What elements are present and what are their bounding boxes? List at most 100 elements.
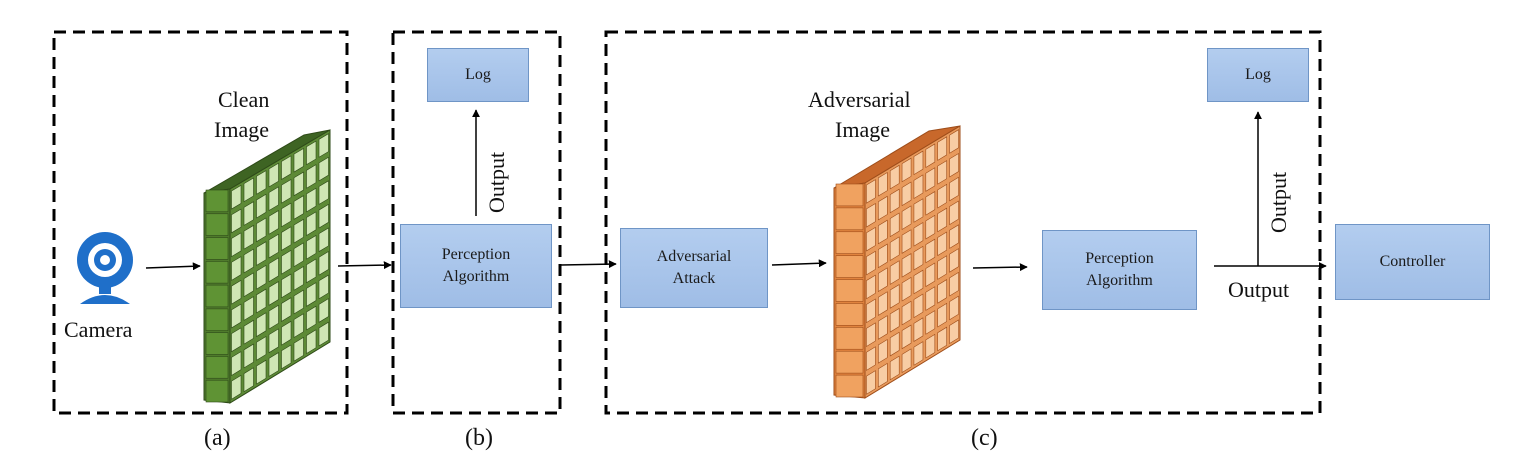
image-grid-side-cell [835,231,864,254]
image-grid-cell [866,250,876,276]
image-grid-cell [889,188,900,214]
image-grid-cell [925,262,936,288]
image-grid-cell [925,167,936,192]
section-c-frame [604,30,1322,415]
image-grid-side-cell [205,213,229,236]
image-grid-cell [306,211,317,236]
image-grid-cell [901,300,912,326]
image-grid-side-cell [835,374,864,398]
image-grid-cell [318,250,329,276]
image-grid-cell [889,284,900,309]
output-label-c-horizontal: Output [1228,277,1290,302]
image-grid-cell [306,164,317,189]
image-grid-cell [318,321,329,347]
image-grid-cell [306,187,317,213]
image-grid-cell [901,324,912,350]
image-grid-cell [949,200,959,226]
image-grid-cell [306,329,317,355]
image-grid-cell [925,191,936,216]
image-grid-cell [925,238,936,264]
image-grid-cell [293,218,304,244]
image-grid-cell [256,312,267,338]
image-grid-cell [889,260,900,285]
image-grid-cell [256,264,267,290]
image-grid-side-cell [205,308,229,331]
webcam-icon [77,232,133,304]
image-grid-cell [243,296,254,321]
image-grid-side-cell [835,279,864,302]
image-grid-cell [913,222,924,247]
image-grid-cell [318,227,329,253]
image-grid-cell [913,293,924,319]
image-grid-cell [925,333,936,359]
arrow-adversarial-image-to-perception-c [972,263,1028,272]
image-grid-cell [281,320,292,346]
image-grid-cell [243,224,254,250]
image-grid-cell [256,241,267,266]
image-grid-side-cell [835,183,864,207]
image-grid-cell [866,226,876,252]
log-box-c-label: Log [1245,66,1271,84]
image-grid-cell [318,203,329,229]
image-grid-cell [901,276,912,302]
image-grid-cell [913,269,924,295]
image-grid-cell [281,344,292,370]
image-grid-cell [949,319,959,345]
image-grid-cell [281,226,292,251]
arrow-attack-to-adversarial-image [771,259,827,268]
image-grid-cell [231,184,242,210]
image-grid-cell [889,164,900,190]
arrow-camera-to-image [145,262,201,271]
image-grid-cell [901,205,912,230]
image-grid-cell [877,219,888,245]
image-grid-cell [877,243,888,269]
image-grid-side-cell [205,237,229,260]
image-grid-cell [231,208,242,234]
image-grid-cell [243,177,254,203]
image-grid-cell [949,152,959,178]
image-grid-cell [293,242,304,268]
section-c-caption: (c) [971,425,998,451]
image-grid-cell [318,156,329,182]
clean-image-grid [203,129,331,404]
image-grid-side-cell [205,261,229,284]
image-grid-cell [889,355,900,381]
image-grid-cell [937,160,948,185]
image-grid-cell [243,319,254,345]
image-grid-cell [877,267,888,293]
image-grid-cell [889,331,900,357]
perception-algorithm-box-c: Perception Algorithm [1042,230,1197,310]
image-grid-cell [877,171,888,197]
image-grid-cell [913,198,924,223]
image-grid-side-cell [835,255,864,278]
image-grid-cell [937,183,948,209]
image-grid-cell [949,129,959,154]
image-grid-cell [268,257,279,283]
image-grid-cell [866,298,876,324]
image-grid-cell [949,271,959,297]
image-grid-cell [877,315,888,340]
log-box-b-label: Log [465,66,491,84]
section-b-frame [391,30,562,415]
image-grid-side-cell [205,356,229,379]
image-grid-cell [231,232,242,258]
image-grid-cell [937,326,948,352]
image-grid-cell [281,249,292,275]
image-grid-cell [231,256,242,281]
image-grid-cell [293,171,304,197]
image-grid-cell [293,336,304,362]
image-grid-cell [937,207,948,233]
image-grid-cell [318,298,329,323]
image-grid-cell [231,303,242,329]
perception-algorithm-b-label: Perception Algorithm [441,246,511,285]
image-grid-cell [231,351,242,376]
output-label-b: Output [484,151,509,213]
image-grid-cell [281,297,292,322]
image-grid-cell [913,341,924,366]
image-grid-cell [889,307,900,333]
image-grid-cell [281,273,292,299]
image-grid-cell [937,255,948,280]
image-grid-cell [268,304,279,330]
